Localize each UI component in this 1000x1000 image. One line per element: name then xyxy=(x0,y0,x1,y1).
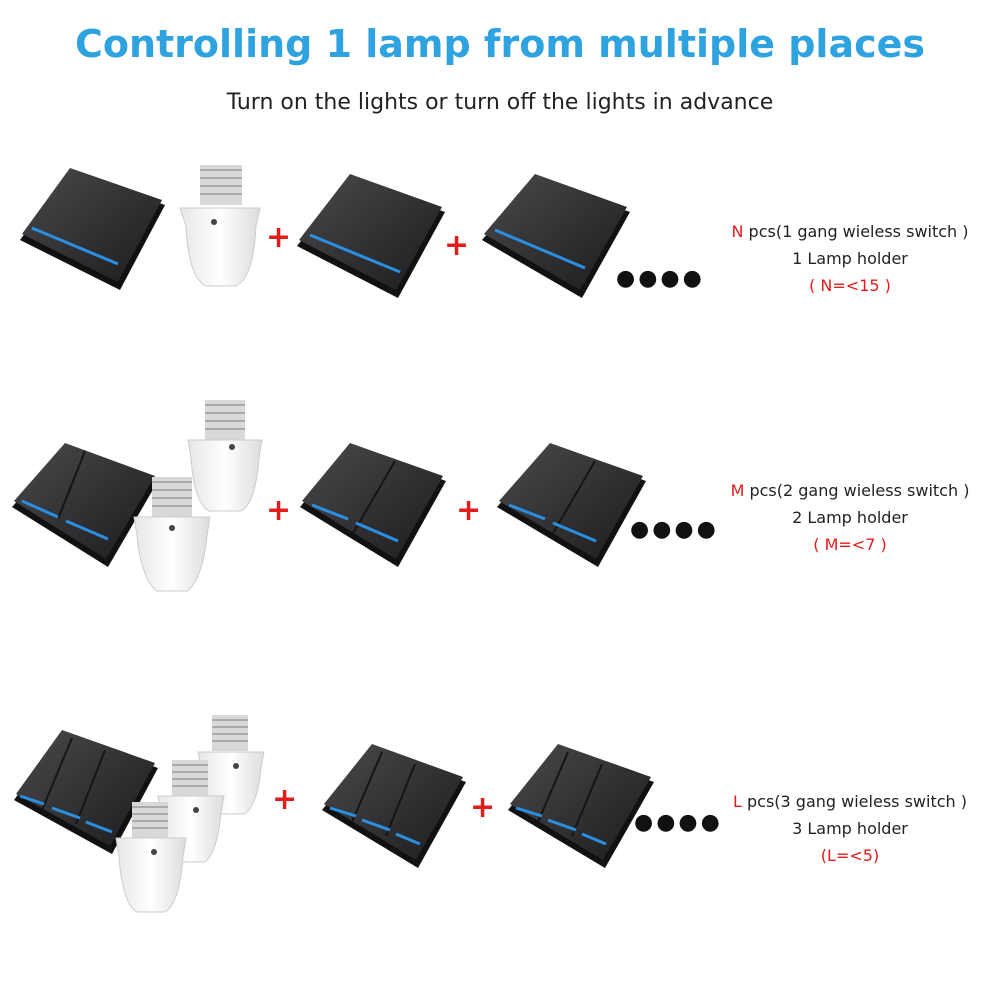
row-2-limit: ( M=<7 ) xyxy=(813,535,887,554)
more-ellipsis: ●●●● xyxy=(616,266,705,291)
lamp-holder-2a xyxy=(187,400,263,512)
more-ellipsis: ●●●● xyxy=(630,517,719,542)
row-3-limit: (L=<5) xyxy=(820,846,880,865)
lamp-holder-3c xyxy=(115,802,187,913)
plus-sign: + xyxy=(444,228,470,263)
count-variable: M xyxy=(730,481,745,500)
row-3-gang: + + ●●●● L pcs(3 gang wieless switch ) 3… xyxy=(0,710,1000,970)
row-3-line2: 3 Lamp holder xyxy=(792,819,908,838)
switch-3-gang-c xyxy=(508,744,654,868)
page-title: Controlling 1 lamp from multiple places xyxy=(74,22,926,66)
page-subtitle: Turn on the lights or turn off the light… xyxy=(226,90,774,115)
plus-sign: + xyxy=(266,493,292,528)
row-2-line2: 2 Lamp holder xyxy=(792,508,908,527)
switch-1-gang-a xyxy=(20,168,165,290)
switch-1-gang-c xyxy=(482,174,630,298)
switch-2-gang-a xyxy=(12,443,158,567)
switch-2-gang-b xyxy=(300,443,446,567)
row-1-limit: ( N=<15 ) xyxy=(809,276,891,295)
lamp-holder-3b xyxy=(157,760,225,863)
count-variable: L xyxy=(733,792,742,811)
row-1-line2: 1 Lamp holder xyxy=(792,249,908,268)
lamp-holder-1 xyxy=(179,165,261,287)
row-2-gang: + + ●●●● M pcs(2 gang wieless switch ) 2… xyxy=(0,395,1000,655)
row-1-gang: + + ●●●● N pcs(1 gang wieless switch ) 1… xyxy=(0,160,1000,420)
plus-sign: + xyxy=(266,220,292,255)
row-2-line1: M pcs(2 gang wieless switch ) xyxy=(730,481,970,500)
row-1-description: N pcs(1 gang wieless switch ) 1 Lamp hol… xyxy=(700,218,1000,299)
row-3-illustration xyxy=(14,715,654,913)
switch-2-gang-c xyxy=(497,443,646,567)
lamp-holder-2b xyxy=(133,477,211,592)
row-2-illustration xyxy=(12,400,646,592)
row-3-description: L pcs(3 gang wieless switch ) 3 Lamp hol… xyxy=(700,788,1000,869)
switch-3-gang-a xyxy=(14,730,158,854)
switch-1-gang-b xyxy=(297,174,445,298)
row-1-line1: N pcs(1 gang wieless switch ) xyxy=(731,222,969,241)
switch-3-gang-b xyxy=(322,744,466,868)
plus-sign: + xyxy=(272,782,298,817)
plus-sign: + xyxy=(456,493,482,528)
plus-sign: + xyxy=(470,790,496,825)
row-1-illustration xyxy=(20,165,630,298)
more-ellipsis: ●●●● xyxy=(634,810,723,835)
row-3-line1: L pcs(3 gang wieless switch ) xyxy=(733,792,967,811)
row-2-description: M pcs(2 gang wieless switch ) 2 Lamp hol… xyxy=(700,477,1000,558)
count-variable: N xyxy=(731,222,744,241)
